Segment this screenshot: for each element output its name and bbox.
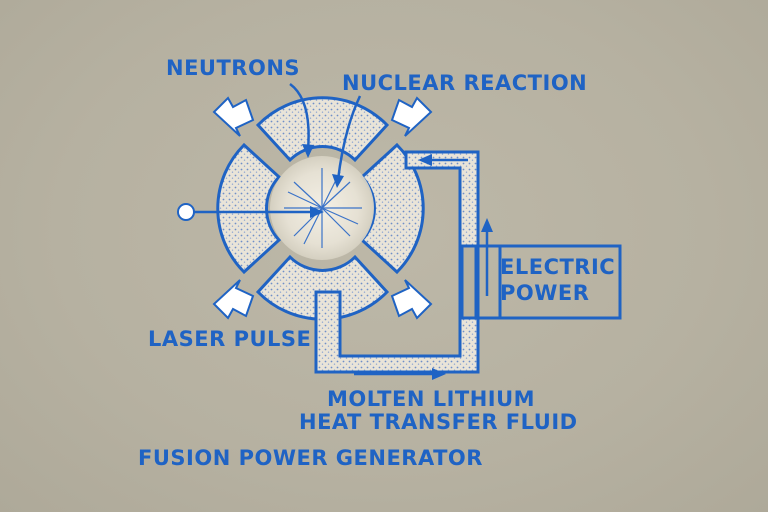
- label-heat-transfer-fluid: HEAT TRANSFER FLUID: [299, 410, 578, 434]
- neutron-arrows: [212, 96, 433, 320]
- chamber-segment-top: [255, 96, 390, 163]
- outflow-pipe: [314, 150, 480, 374]
- laser-pulse: [177, 203, 324, 221]
- label-nuclear-reaction: NUCLEAR REACTION: [342, 71, 588, 95]
- neutron-arrow-bottom-left: [212, 279, 255, 320]
- neutron-arrow-bottom-right: [390, 279, 433, 320]
- reactor-chamber: [216, 96, 425, 321]
- label-neutrons: NEUTRONS: [166, 56, 301, 80]
- lithium-loop: [314, 150, 622, 380]
- neutron-arrow-top-left: [212, 96, 255, 137]
- label-pointers: [289, 82, 362, 181]
- caption: FUSION POWER GENERATOR: [138, 446, 483, 470]
- label-laser-pulse: LASER PULSE: [148, 327, 312, 351]
- chamber-segment-right: [359, 142, 425, 275]
- neutrons-pointer: [289, 82, 310, 151]
- electric-power-box: [498, 244, 622, 320]
- reaction-core: [270, 156, 374, 260]
- heat-exchanger: [460, 244, 478, 320]
- label-electric-power-1: ELECTRIC: [500, 255, 616, 279]
- chamber-segment-left: [216, 142, 282, 275]
- label-electric-power-2: POWER: [500, 281, 590, 305]
- nuclear-reaction-pointer: [336, 95, 362, 181]
- label-molten-lithium: MOLTEN LITHIUM: [327, 387, 536, 411]
- chamber-segment-bottom: [255, 254, 390, 321]
- neutron-arrow-top-right: [390, 96, 433, 137]
